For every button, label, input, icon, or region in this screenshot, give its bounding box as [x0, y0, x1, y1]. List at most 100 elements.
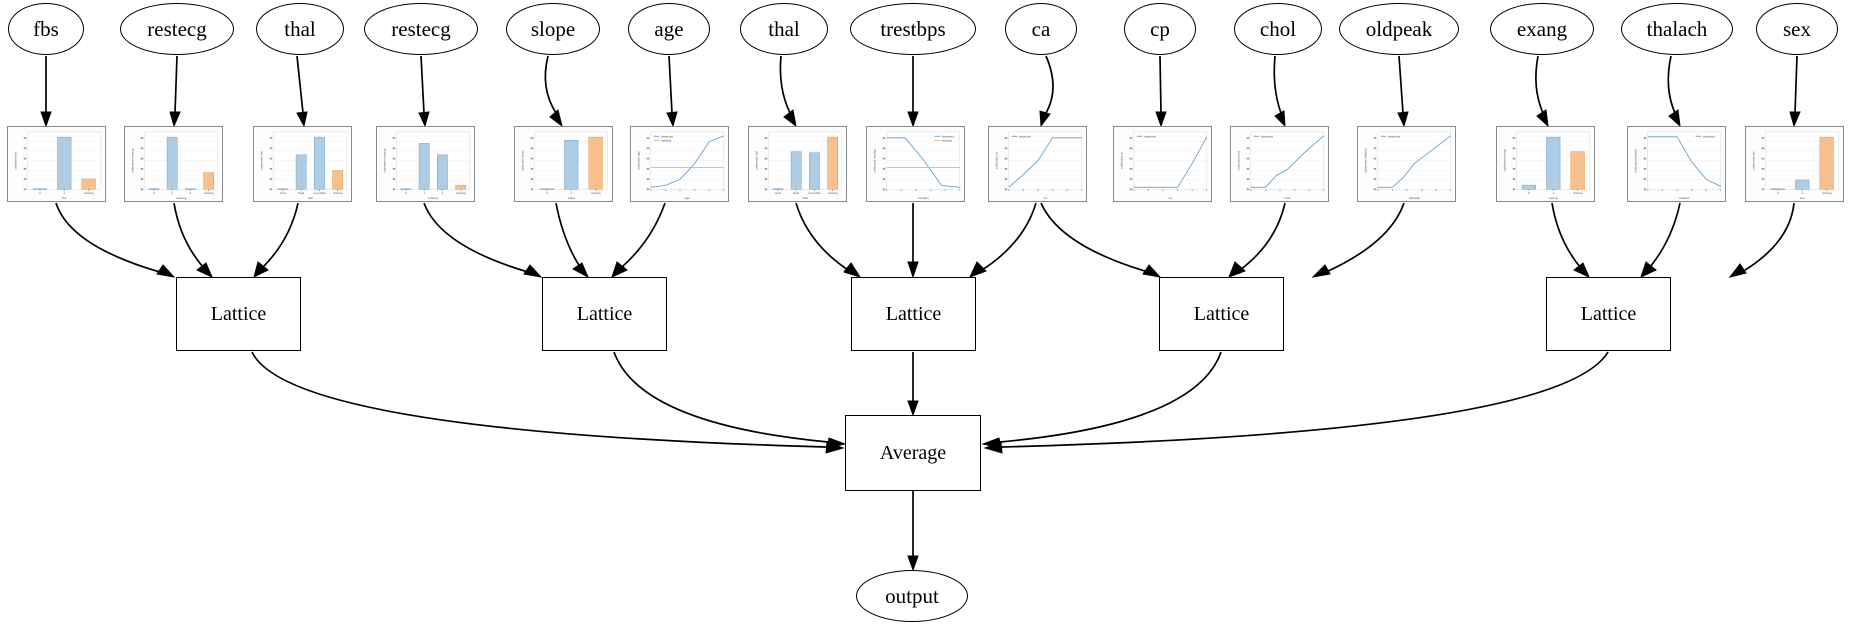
svg-text:observed: observed [942, 134, 954, 138]
average-node[interactable]: Average [845, 415, 981, 491]
lattice-label: Lattice [1193, 303, 1250, 325]
feature-label: age [654, 16, 684, 41]
calibrator-plot-oldpeak[interactable]: calibrated oldpeak oldpeak observed [1357, 126, 1456, 202]
edges-calibrator-to-lattice [55, 202, 1795, 279]
lattice-label: Lattice [210, 303, 267, 325]
feature-node-ca[interactable]: ca [1005, 3, 1077, 55]
svg-text:calibrated oldpeak: calibrated oldpeak [1364, 148, 1368, 173]
feature-node-fbs[interactable]: fbs [8, 3, 84, 55]
svg-text:1: 1 [423, 191, 425, 195]
svg-text:chol: chol [1284, 196, 1290, 200]
feature-node-restecg-2[interactable]: restecg [364, 3, 478, 55]
svg-text:calibrated ca: calibrated ca [995, 152, 999, 169]
lattice-node-5[interactable]: Lattice [1546, 277, 1671, 351]
output-label: output [885, 583, 939, 608]
svg-text:missing: missing [204, 191, 214, 195]
feature-node-chol[interactable]: chol [1234, 3, 1322, 55]
svg-text:thal: thal [803, 196, 808, 200]
svg-text:calibrated age: calibrated age [637, 151, 641, 170]
feature-node-restecg-1[interactable]: restecg [120, 3, 234, 55]
svg-text:age: age [685, 196, 690, 200]
feature-node-thal-2[interactable]: thal [740, 3, 828, 55]
svg-text:restecg: restecg [428, 196, 438, 200]
svg-text:calibrated thal: calibrated thal [260, 151, 264, 170]
svg-text:missing: missing [942, 139, 952, 143]
svg-text:0: 0 [405, 191, 407, 195]
svg-text:missing: missing [661, 139, 671, 143]
lattice-node-1[interactable]: Lattice [176, 277, 301, 351]
feature-node-cp[interactable]: cp [1124, 3, 1196, 55]
svg-text:calibrated cp: calibrated cp [1120, 152, 1124, 169]
svg-text:1: 1 [1802, 191, 1804, 195]
svg-text:calibrated fbs: calibrated fbs [14, 151, 18, 169]
svg-text:1: 1 [1553, 191, 1555, 195]
feature-label: ca [1031, 16, 1051, 41]
svg-text:trestbps: trestbps [918, 196, 930, 200]
feature-node-thal-1[interactable]: thal [256, 3, 344, 55]
svg-text:0: 0 [153, 191, 155, 195]
svg-text:calibrated thal: calibrated thal [755, 151, 759, 170]
svg-text:0: 0 [39, 191, 41, 195]
svg-text:exang: exang [1549, 196, 1558, 200]
feature-node-trestbps[interactable]: trestbps [850, 3, 976, 55]
svg-text:missing: missing [333, 191, 343, 195]
svg-text:calibrated restecg: calibrated restecg [131, 148, 135, 172]
feature-label: restecg [147, 16, 207, 41]
svg-text:observed: observed [1388, 134, 1400, 138]
output-node[interactable]: output [856, 570, 968, 622]
feature-label: trestbps [880, 16, 946, 41]
edges-feature-to-calibrator [40, 55, 1801, 128]
average-label: Average [879, 442, 947, 464]
feature-label: oldpeak [1365, 16, 1433, 41]
svg-text:calibrated chol: calibrated chol [1237, 151, 1241, 171]
svg-text:1: 1 [64, 191, 66, 195]
feature-node-slope[interactable]: slope [506, 3, 600, 55]
svg-text:observed: observed [1144, 134, 1156, 138]
feature-label: thal [284, 16, 316, 41]
feature-node-sex[interactable]: sex [1756, 3, 1838, 55]
feature-node-age[interactable]: age [628, 3, 710, 55]
svg-text:fixed: fixed [298, 191, 304, 195]
svg-text:1: 1 [571, 191, 573, 195]
svg-text:norm: norm [775, 191, 782, 195]
svg-text:calibrated sex: calibrated sex [1752, 151, 1756, 170]
calibrator-plot-fbs[interactable]: calibrated fbs fbs 0 1 missing [7, 126, 106, 202]
svg-text:reversible: reversible [808, 191, 821, 195]
feature-label: thalach [1646, 16, 1708, 41]
lattice-node-4[interactable]: Lattice [1159, 277, 1284, 351]
lattice-label: Lattice [885, 303, 942, 325]
svg-text:missing: missing [84, 191, 94, 195]
svg-text:1: 1 [171, 191, 173, 195]
lattice-node-3[interactable]: Lattice [851, 277, 976, 351]
feature-node-thalach[interactable]: thalach [1621, 3, 1733, 55]
edge-average-to-output [907, 491, 919, 572]
svg-text:slope: slope [568, 196, 576, 200]
svg-text:missing: missing [1573, 191, 1583, 195]
svg-text:fbs: fbs [62, 196, 67, 200]
feature-node-exang[interactable]: exang [1490, 3, 1594, 55]
feature-label: exang [1516, 16, 1568, 41]
calibrator-plot-cp[interactable]: calibrated cp cp observed [1113, 126, 1212, 202]
svg-text:cp: cp [1169, 196, 1173, 200]
feature-node-oldpeak[interactable]: oldpeak [1339, 3, 1459, 55]
svg-text:0: 0 [1777, 191, 1779, 195]
svg-text:sex: sex [1800, 196, 1805, 200]
feature-label: cp [1150, 16, 1170, 41]
svg-text:calibrated restecg: calibrated restecg [383, 148, 387, 172]
lattice-node-2[interactable]: Lattice [542, 277, 667, 351]
svg-text:oldpeak: oldpeak [1409, 196, 1420, 200]
svg-text:thalach: thalach [1679, 196, 1689, 200]
